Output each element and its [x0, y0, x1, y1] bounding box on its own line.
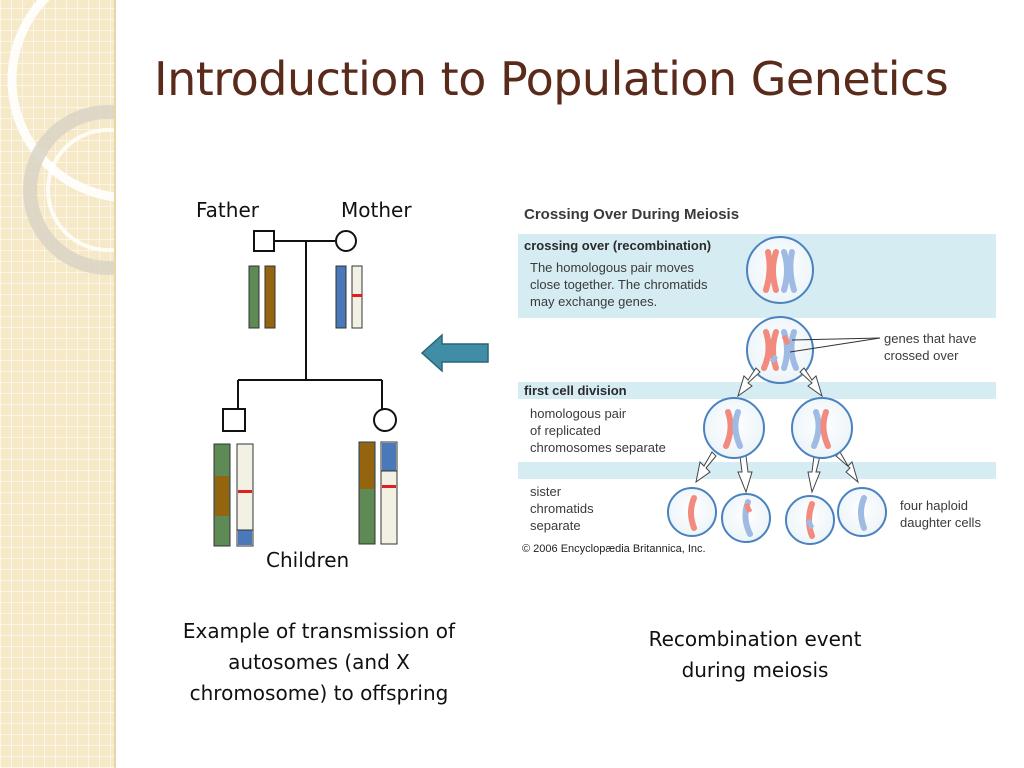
cell-division-left: [703, 397, 765, 459]
father-male-symbol: [253, 230, 275, 252]
decorative-sidebar: [0, 0, 116, 768]
daughter-cell-3: [785, 495, 835, 545]
meiosis-panel-title: Crossing Over During Meiosis: [524, 206, 740, 223]
pedigree-lines: [237, 240, 383, 410]
mother-female-symbol: [335, 230, 357, 252]
stage2-title: first cell division: [524, 383, 627, 398]
son-marker: [238, 490, 252, 493]
father-chromosomes: [248, 265, 276, 329]
left-arrow-icon: [420, 333, 489, 373]
children-label: Children: [266, 548, 350, 572]
mother-marker: [352, 294, 362, 297]
band-first-division: [518, 382, 996, 399]
pedigree-diagram: [213, 230, 398, 547]
stage1-title: crossing over (recombination): [524, 238, 712, 253]
cell-division-right: [791, 397, 853, 459]
daughter-cell-1: [667, 487, 717, 537]
meiosis-diagram: [667, 236, 887, 545]
daughter-chromosomes: [358, 441, 398, 545]
band-second-division: [518, 462, 996, 479]
daughter-marker: [382, 485, 396, 488]
pedigree-caption: Example of transmission of autosomes (an…: [182, 619, 456, 705]
meiosis-caption: Recombination event during meiosis: [648, 627, 862, 682]
stage3-description: sister chromatids separate: [530, 484, 594, 533]
cell-crossing-over: [746, 236, 814, 304]
stage1-description: The homologous pair moves close together…: [530, 260, 708, 309]
division-arrows: [695, 367, 859, 494]
copyright-notice: © 2006 Encyclopædia Britannica, Inc.: [522, 543, 706, 555]
crossed-over-pointer-lines: [789, 337, 881, 353]
sidebar-rings-graphic: [7, 0, 114, 275]
slide-title: Introduction to Population Genetics: [154, 52, 949, 106]
crossed-over-note: genes that have crossed over: [884, 331, 977, 363]
cell-crossed-over: [746, 316, 814, 384]
daughter-female-symbol: [373, 408, 397, 432]
father-label: Father: [196, 198, 259, 222]
son-male-symbol: [222, 408, 246, 432]
daughter-cell-4: [837, 487, 887, 537]
daughter-cell-2: [721, 493, 771, 543]
stage2-description: homologous pair of replicated chromosome…: [530, 406, 666, 455]
mother-label: Mother: [341, 198, 412, 222]
daughter-cells-note: four haploid daughter cells: [900, 498, 981, 530]
son-chromosomes: [213, 443, 254, 547]
